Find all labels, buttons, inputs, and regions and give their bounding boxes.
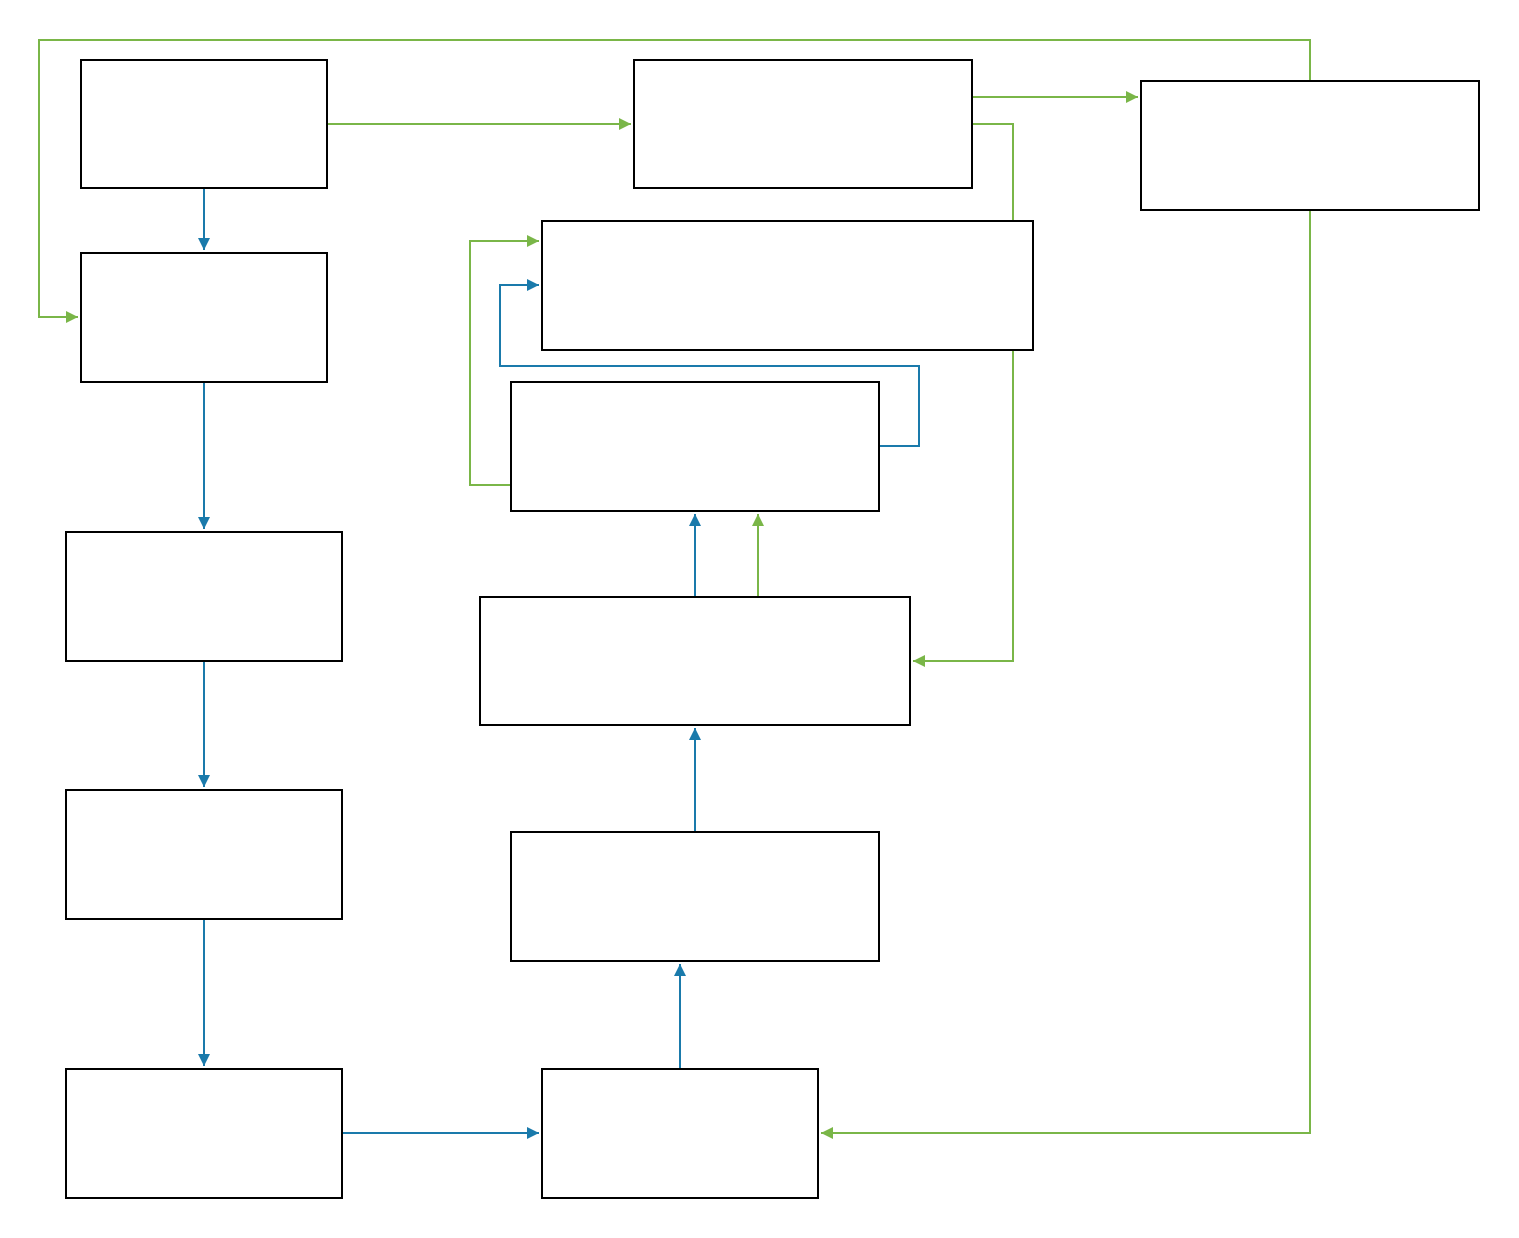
- connector-n9-to-n10-green: [469, 235, 539, 486]
- connectors: [38, 39, 1311, 1139]
- box-rect: [65, 789, 343, 920]
- box-n5: [65, 1068, 343, 1199]
- box-n1: [80, 59, 328, 189]
- box-n11: [633, 59, 973, 189]
- connector-n12-to-n2-green: [38, 39, 1311, 323]
- box-rect: [510, 831, 880, 962]
- box-n7: [510, 831, 880, 962]
- box-rect: [541, 1068, 819, 1199]
- connector-n12-to-n6-green: [821, 210, 1311, 1139]
- box-n6: [541, 1068, 819, 1199]
- box-n3: [65, 531, 343, 662]
- box-n2: [80, 252, 328, 383]
- box-rect: [80, 59, 328, 189]
- box-n8: [479, 596, 911, 726]
- connector-n11-to-n8-green: [913, 123, 1014, 667]
- box-rect: [479, 596, 911, 726]
- boxes: [65, 59, 1480, 1199]
- connector-n9-to-n10-blue: [499, 279, 920, 447]
- box-rect: [510, 381, 880, 512]
- box-n4: [65, 789, 343, 920]
- box-rect: [80, 252, 328, 383]
- box-n10: [541, 220, 1034, 351]
- box-rect: [65, 1068, 343, 1199]
- box-rect: [541, 220, 1034, 351]
- box-rect: [633, 59, 973, 189]
- box-rect: [1140, 80, 1480, 211]
- box-n9: [510, 381, 880, 512]
- box-n12: [1140, 80, 1480, 211]
- box-rect: [65, 531, 343, 662]
